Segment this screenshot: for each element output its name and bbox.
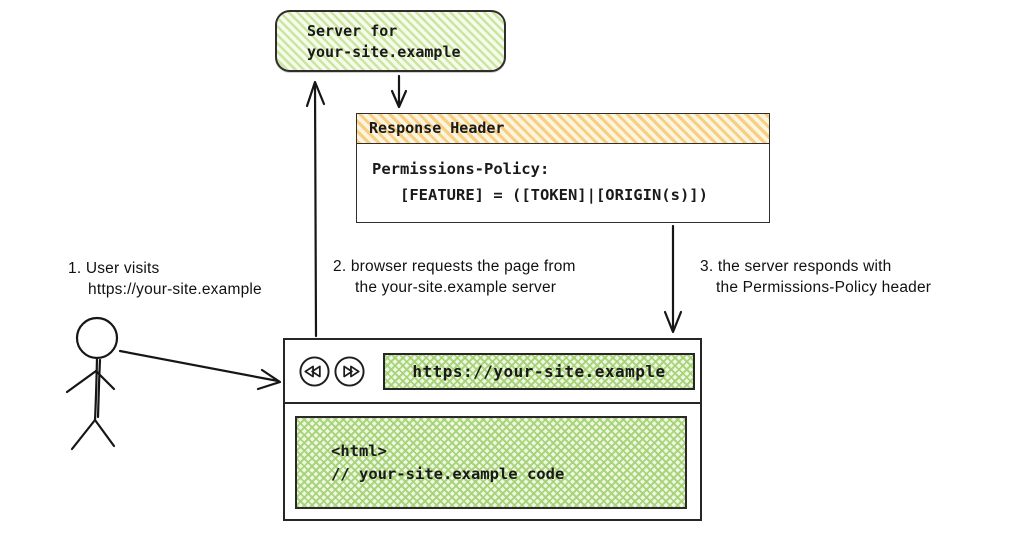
browser-toolbar: https://your-site.example [285, 340, 700, 404]
back-icon [299, 355, 330, 387]
step-2-line1: 2. browser requests the page from [333, 258, 576, 275]
url-bar: https://your-site.example [383, 352, 695, 390]
permissions-policy-line: Permissions-Policy: [372, 160, 550, 178]
step-1-line1: 1. User visits [68, 260, 160, 277]
page-content-box: <html> // your-site.example code [295, 416, 687, 509]
server-box-label-line1: Server for [307, 22, 398, 40]
url-text: https://your-site.example [412, 361, 666, 381]
browser-window: https://your-site.example <html> // your… [283, 338, 702, 521]
step-2-line2: the your-site.example server [355, 279, 557, 296]
stick-figure-user [65, 316, 119, 451]
arrow-user-to-browser [118, 349, 282, 391]
response-header-title: Response Header [357, 114, 769, 144]
response-header-body: Permissions-Policy: [FEATURE] = ([TOKEN]… [357, 144, 769, 208]
step-1-label: 1. User visits https://your-site.example [68, 258, 262, 300]
forward-icon [334, 355, 365, 387]
permissions-policy-syntax: [FEATURE] = ([TOKEN]|[ORIGIN(s)]) [400, 186, 708, 204]
code-line-2: // your-site.example code [331, 464, 565, 483]
response-header-box: Response Header Permissions-Policy: [FEA… [356, 113, 770, 223]
arrow-browser-to-server [305, 80, 326, 338]
step-3-line2: the Permissions-Policy header [716, 279, 932, 296]
server-box: Server for your-site.example [275, 10, 506, 72]
step-3-line1: 3. the server responds with [700, 258, 892, 275]
step-1-line2: https://your-site.example [88, 281, 262, 298]
server-box-label-line2: your-site.example [307, 43, 461, 61]
step-2-label: 2. browser requests the page from the yo… [333, 256, 576, 298]
arrow-response-header-to-browser [663, 224, 683, 334]
step-3-label: 3. the server responds with the Permissi… [700, 256, 931, 298]
arrow-server-to-response-header [390, 74, 408, 109]
code-line-1: <html> [331, 441, 387, 460]
